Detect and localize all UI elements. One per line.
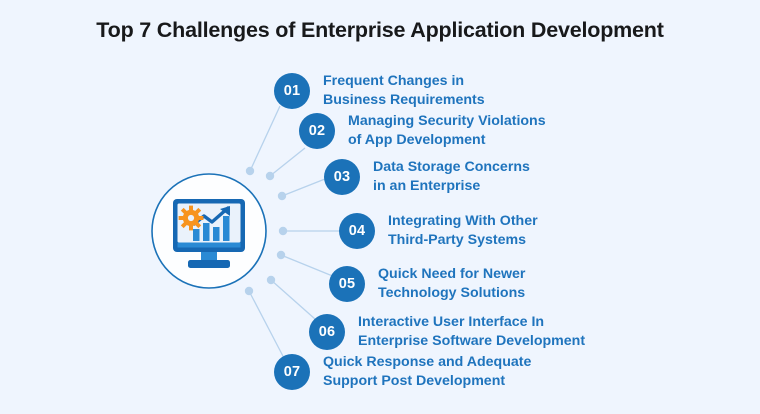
list-item[interactable]: 03 Data Storage Concerns in an Enterpris… bbox=[324, 158, 530, 195]
item-label-line2: Enterprise Software Development bbox=[358, 332, 586, 349]
item-label: Frequent Changes in Business Requirement… bbox=[323, 72, 485, 109]
item-label-line2: Third-Party Systems bbox=[388, 231, 526, 248]
item-label-line1: Integrating With Other bbox=[388, 213, 538, 229]
list-item[interactable]: 04 Integrating With Other Third-Party Sy… bbox=[339, 212, 538, 249]
item-label: Interactive User Interface In Enterprise… bbox=[358, 313, 585, 350]
list-item[interactable]: 02 Managing Security Violations of App D… bbox=[299, 112, 546, 149]
item-label-line2: Support Post Development bbox=[323, 372, 506, 389]
item-label-line1: Managing Security Violations bbox=[348, 113, 546, 129]
item-number-badge: 05 bbox=[329, 265, 365, 302]
item-label-line2: of App Development bbox=[348, 131, 486, 148]
item-label-line1: Data Storage Concerns bbox=[373, 159, 530, 175]
item-label: Integrating With Other Third-Party Syste… bbox=[388, 212, 538, 249]
item-label: Managing Security Violations of App Deve… bbox=[348, 112, 546, 149]
item-label-line2: in an Enterprise bbox=[373, 177, 481, 194]
center-emblem bbox=[151, 173, 267, 289]
monitor-analytics-gear-icon bbox=[173, 199, 245, 268]
item-number-badge: 07 bbox=[274, 353, 310, 390]
page-title: Top 7 Challenges of Enterprise Applicati… bbox=[96, 18, 664, 42]
item-number-badge: 04 bbox=[339, 212, 375, 249]
item-number-badge: 03 bbox=[324, 158, 360, 195]
item-label-line1: Frequent Changes in bbox=[323, 73, 465, 89]
item-label-line1: Interactive User Interface In bbox=[358, 314, 545, 330]
item-number-badge: 06 bbox=[309, 313, 345, 350]
item-label: Quick Response and Adequate Support Post… bbox=[323, 353, 531, 390]
item-number-badge: 02 bbox=[299, 112, 335, 149]
item-number-badge: 01 bbox=[274, 72, 310, 109]
list-item[interactable]: 06 Interactive User Interface In Enterpr… bbox=[309, 313, 585, 350]
item-label: Quick Need for Newer Technology Solution… bbox=[378, 265, 525, 302]
item-label-line2: Technology Solutions bbox=[378, 284, 526, 301]
item-label: Data Storage Concerns in an Enterprise bbox=[373, 158, 530, 195]
list-item[interactable]: 05 Quick Need for Newer Technology Solut… bbox=[329, 265, 525, 302]
list-item[interactable]: 07 Quick Response and Adequate Support P… bbox=[274, 353, 531, 390]
item-label-line1: Quick Response and Adequate bbox=[323, 354, 532, 370]
list-item[interactable]: 01 Frequent Changes in Business Requirem… bbox=[274, 72, 485, 109]
item-label-line2: Business Requirements bbox=[323, 91, 485, 108]
item-label-line1: Quick Need for Newer bbox=[378, 266, 526, 282]
